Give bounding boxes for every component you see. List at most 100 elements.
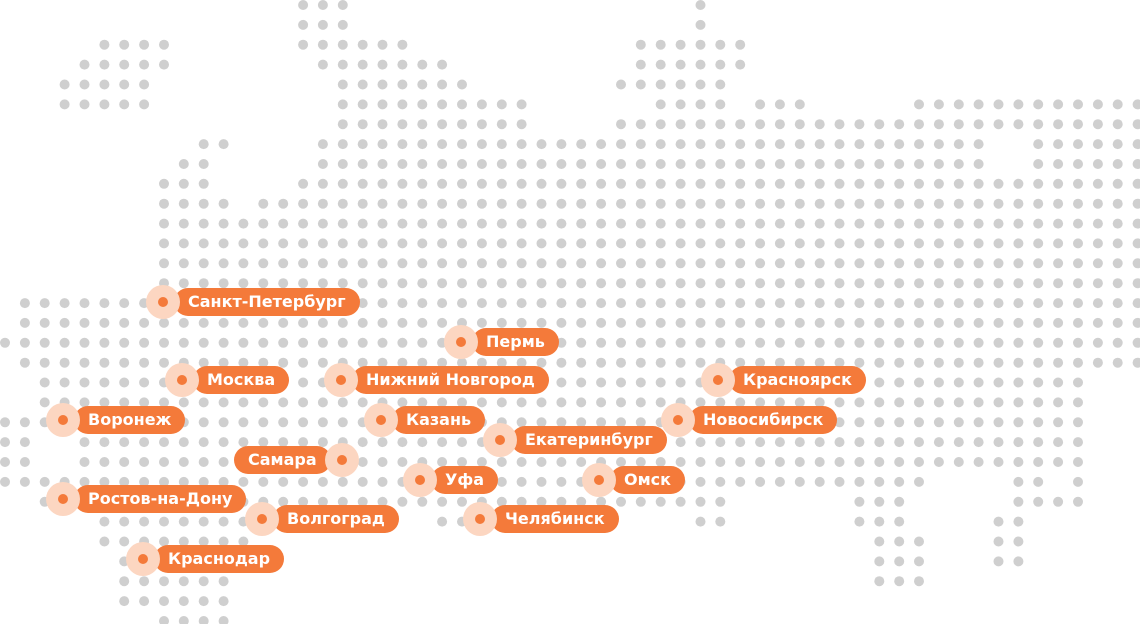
map-dot — [536, 198, 547, 209]
map-dot — [675, 178, 686, 189]
map-dot — [735, 437, 746, 448]
city-marker-chelyabinsk[interactable]: Челябинск — [463, 502, 619, 536]
map-dot — [1073, 198, 1083, 209]
map-dot — [715, 496, 726, 507]
map-dot — [59, 377, 70, 388]
map-dot — [695, 476, 706, 487]
city-marker-saint-petersburg[interactable]: Санкт-Петербург — [146, 285, 360, 319]
map-dot — [258, 317, 269, 328]
map-dot — [894, 337, 905, 348]
city-marker-kazan[interactable]: Казань — [364, 403, 486, 437]
map-dot — [1013, 99, 1024, 110]
map-dot — [457, 218, 467, 229]
map-dot — [317, 238, 328, 249]
location-pin-icon — [403, 463, 437, 497]
city-marker-ufa[interactable]: Уфа — [403, 463, 499, 497]
map-dot — [1073, 357, 1083, 368]
map-dot — [933, 317, 944, 328]
map-dot — [933, 357, 944, 368]
map-dot — [695, 99, 706, 110]
map-dot — [476, 258, 487, 269]
map-dot — [377, 437, 388, 448]
city-marker-voronezh[interactable]: Воронеж — [46, 403, 186, 437]
map-dot — [874, 357, 885, 368]
map-dot — [397, 99, 408, 110]
map-dot — [914, 139, 924, 150]
map-dot — [933, 139, 944, 150]
map-dot — [139, 397, 150, 408]
city-marker-rostov-on-don[interactable]: Ростов-на-Дону — [46, 482, 247, 516]
city-marker-volgograd[interactable]: Волгоград — [245, 502, 399, 536]
map-dot — [119, 317, 130, 328]
map-dot — [79, 457, 90, 467]
map-dot — [1053, 457, 1064, 467]
city-marker-perm[interactable]: Пермь — [444, 325, 559, 359]
city-marker-yekaterinburg[interactable]: Екатеринбург — [483, 423, 667, 457]
city-marker-krasnoyarsk[interactable]: Красноярск — [701, 363, 866, 397]
map-dot — [218, 139, 229, 150]
map-dot — [695, 0, 706, 10]
map-dot — [755, 198, 766, 209]
map-dot — [59, 317, 70, 328]
map-dot — [397, 198, 408, 209]
map-dot — [635, 377, 646, 388]
map-dot — [774, 437, 785, 448]
map-dot — [1112, 178, 1123, 189]
map-dot — [298, 357, 309, 368]
map-dot — [337, 496, 348, 507]
map-dot — [814, 457, 825, 467]
map-dot — [178, 337, 189, 348]
map-dot — [417, 397, 428, 408]
map-dot — [198, 437, 209, 448]
city-marker-krasnodar[interactable]: Краснодар — [126, 542, 285, 576]
map-dot — [437, 139, 448, 150]
map-dot — [516, 278, 527, 289]
map-dot — [417, 337, 428, 348]
map-dot — [198, 159, 209, 169]
map-dot — [1013, 357, 1024, 368]
map-dot — [536, 417, 547, 428]
map-dot — [695, 496, 706, 507]
map-dot — [715, 99, 726, 110]
map-dot — [1053, 119, 1064, 130]
city-marker-samara[interactable]: Самара — [234, 443, 359, 477]
map-dot — [357, 278, 368, 289]
map-dot — [993, 397, 1004, 408]
map-dot — [1053, 258, 1064, 269]
map-dot — [1073, 99, 1083, 110]
map-dot — [894, 178, 905, 189]
map-dot — [576, 496, 587, 507]
map-dot — [218, 616, 229, 624]
map-dot — [715, 198, 726, 209]
map-dot — [556, 198, 567, 209]
map-dot — [39, 397, 50, 408]
map-dot — [814, 278, 825, 289]
city-marker-novosibirsk[interactable]: Новосибирск — [661, 403, 838, 437]
map-dot — [695, 317, 706, 328]
map-dot — [258, 397, 269, 408]
map-dot — [1092, 258, 1103, 269]
map-dot — [953, 278, 964, 289]
city-label: Санкт-Петербург — [174, 288, 360, 316]
map-dot — [1053, 238, 1064, 249]
city-marker-nizhny-novgorod[interactable]: Нижний Новгород — [324, 363, 549, 397]
map-dot — [1013, 337, 1024, 348]
map-dot — [993, 99, 1004, 110]
map-dot — [834, 119, 845, 130]
map-dot — [476, 397, 487, 408]
map-dot — [317, 397, 328, 408]
map-dot — [417, 198, 428, 209]
map-dot — [993, 457, 1004, 467]
map-dot — [1013, 476, 1024, 487]
map-dot — [476, 139, 487, 150]
map-dot — [258, 278, 269, 289]
map-dot — [655, 198, 666, 209]
map-dot — [993, 357, 1004, 368]
map-dot — [1132, 119, 1140, 130]
map-dot — [357, 437, 368, 448]
map-dot — [19, 437, 30, 448]
city-marker-moscow[interactable]: Москва — [165, 363, 290, 397]
city-marker-omsk[interactable]: Омск — [582, 463, 686, 497]
map-dot — [834, 178, 845, 189]
map-dot — [139, 476, 150, 487]
